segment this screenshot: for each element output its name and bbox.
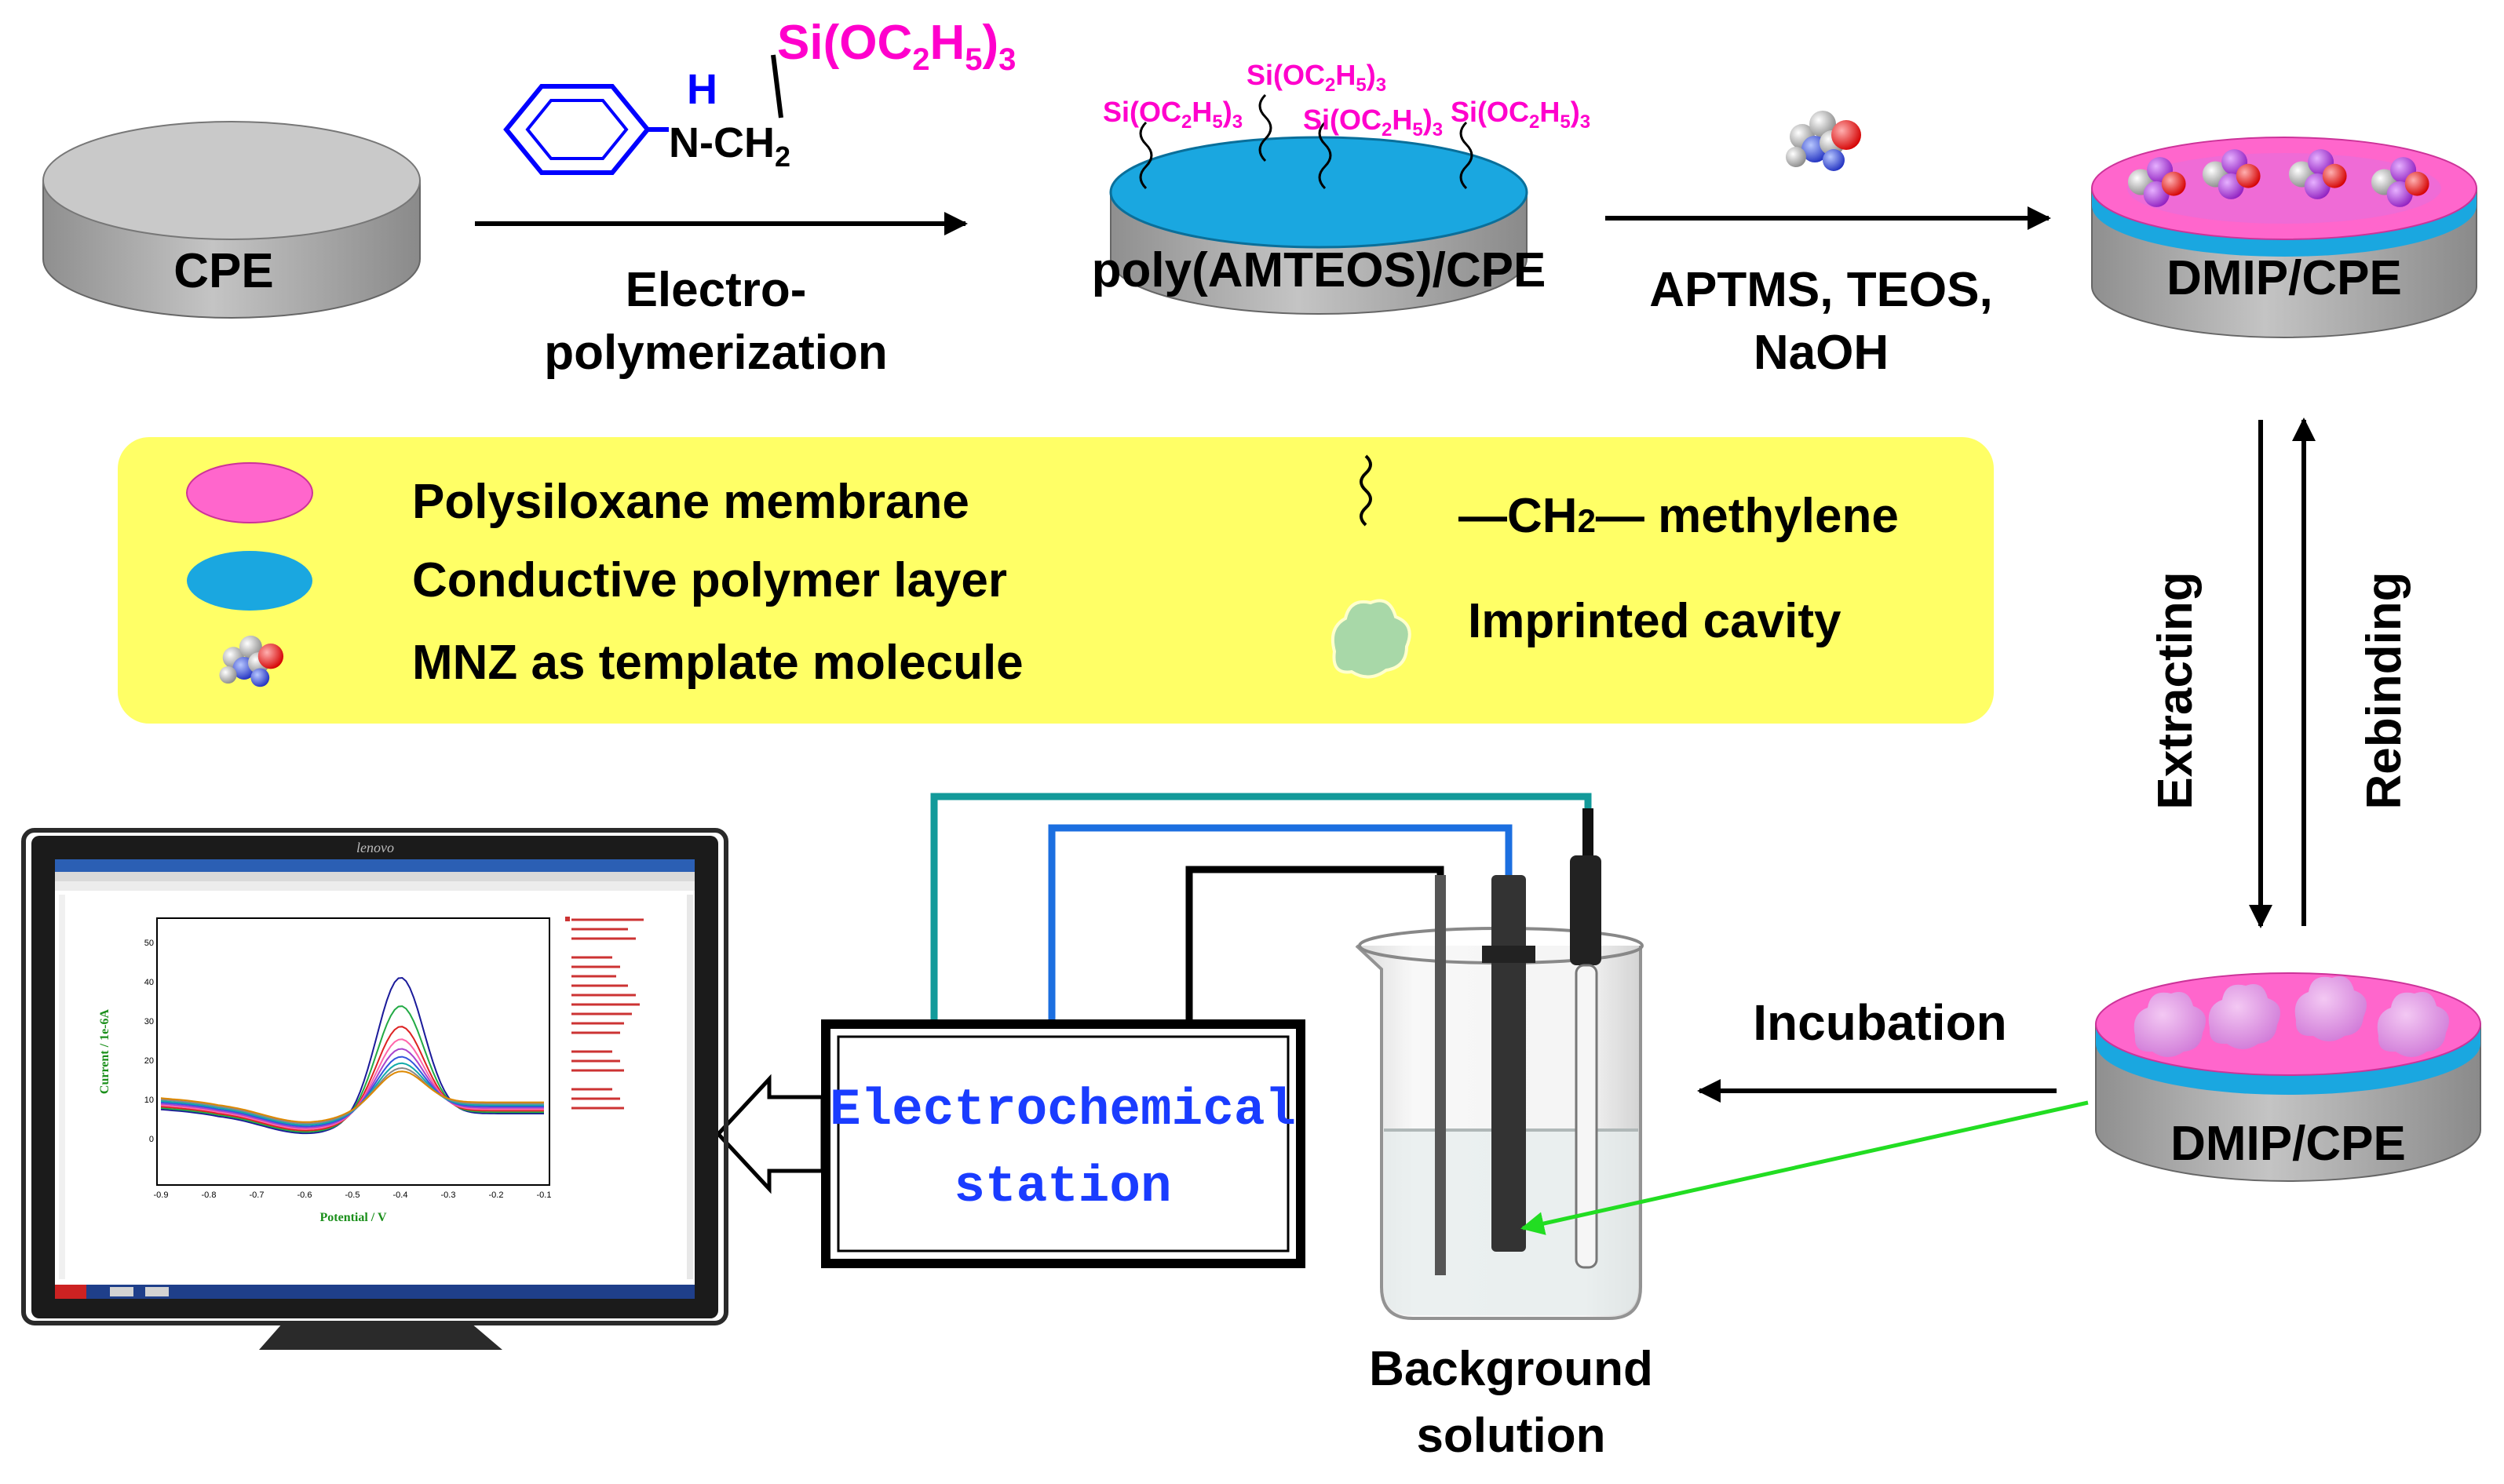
beaker-label-2: solution xyxy=(1416,1409,1605,1463)
svg-text:N-CH2: N-CH2 xyxy=(669,119,790,173)
dmip-electrode-with-template: DMIP/CPE xyxy=(2091,137,2477,338)
legend-box: Polysiloxane membrane Conductive polymer… xyxy=(118,437,1994,724)
reagents-label-2: NaOH xyxy=(1754,326,1889,380)
nh-ch2-sub: 2 xyxy=(775,140,790,173)
teal-wire xyxy=(930,793,1592,1024)
legend-cavity: Imprinted cavity xyxy=(1468,594,1841,648)
rebinding-label: Rebinding xyxy=(2357,571,2411,809)
x-tick-label: -0.9 xyxy=(154,1190,169,1200)
template-molecule-swatch xyxy=(219,635,284,687)
cpe-electrode: CPE xyxy=(42,121,421,319)
methylene-squiggle-icon xyxy=(1360,454,1372,527)
x-tick-label: -0.7 xyxy=(250,1190,265,1200)
dmip-top-label: DMIP/CPE xyxy=(2166,251,2402,305)
y-tick-label: 20 xyxy=(144,1056,154,1066)
mnz-molecule-icon xyxy=(1786,111,1861,171)
beaker xyxy=(1355,808,1644,1320)
x-tick-label: -0.6 xyxy=(297,1190,312,1200)
nh-ch2-text: N-CH xyxy=(669,119,775,166)
plot-xlabel: Potential / V xyxy=(319,1211,386,1224)
electropolymerization-label-2: polymerization xyxy=(544,326,888,380)
y-tick-label: 40 xyxy=(144,978,154,987)
dmip-bottom-label: DMIP/CPE xyxy=(2170,1117,2406,1171)
poly-amteos-label: poly(AMTEOS)/CPE xyxy=(1092,243,1546,297)
x-ticks: -0.9 -0.8 -0.7 -0.6 -0.5 -0.4 -0.3 -0.2 … xyxy=(154,1190,552,1200)
y-tick-label: 30 xyxy=(144,1017,154,1026)
reagents-label-1: APTMS, TEOS, xyxy=(1649,263,1992,317)
conductive-polymer-swatch xyxy=(187,551,312,611)
y-tick-label: 10 xyxy=(144,1096,154,1105)
dpv-curve xyxy=(160,976,544,1135)
plot-ylabel: Current / 1e-6A xyxy=(98,1008,111,1094)
x-tick-label: -0.4 xyxy=(393,1190,408,1200)
output-hollow-arrow xyxy=(715,1074,825,1194)
svg-text:Si(OC2H5)3: Si(OC2H5)3 xyxy=(777,16,1016,77)
x-tick-label: -0.3 xyxy=(441,1190,456,1200)
incubation-label: Incubation xyxy=(1753,994,2007,1051)
monitor-stand xyxy=(259,1323,502,1350)
y-tick-label: 50 xyxy=(144,939,154,948)
legend-conductive: Conductive polymer layer xyxy=(412,553,1007,607)
electrochemical-station: Electrochemical station xyxy=(821,1019,1305,1268)
station-label-1: Electrochemical xyxy=(830,1081,1296,1139)
monitor-brand: lenovo xyxy=(356,840,394,855)
dpv-curve xyxy=(160,1070,544,1123)
surface-si-group: Si(OC2H5)3 xyxy=(1103,96,1243,133)
voltammogram-plot: 50 40 30 20 10 0 -0.9 -0.8 -0.7 -0.6 -0.… xyxy=(98,917,552,1224)
x-tick-label: -0.5 xyxy=(345,1190,360,1200)
x-tick-label: -0.8 xyxy=(202,1190,217,1200)
black-wire xyxy=(1185,866,1444,1024)
surface-si-groups: Si(OC2H5)3 Si(OC2H5)3 Si(OC2H5)3 Si(OC2H… xyxy=(1103,59,1590,140)
legend-methylene: —CH2— methylene xyxy=(1458,489,1899,543)
y-ticks: 50 40 30 20 10 0 xyxy=(144,939,154,1144)
dpv-curves xyxy=(160,976,544,1135)
green-pointer-arrow xyxy=(1520,1100,2089,1235)
working-electrode xyxy=(1491,875,1526,1252)
monitor: lenovo 50 40 30 20 10 0 -0.9 -0.8 -0.7 xyxy=(21,828,728,1350)
legend-template: MNZ as template molecule xyxy=(412,636,1024,690)
blue-wire xyxy=(1048,824,1513,1024)
y-tick-label: 0 xyxy=(149,1135,154,1144)
polysiloxane-swatch xyxy=(186,462,313,523)
poly-amteos-electrode: poly(AMTEOS)/CPE xyxy=(1092,93,1546,315)
counter-electrode xyxy=(1435,875,1446,1275)
imprinted-cavity-swatch xyxy=(1330,599,1411,679)
surface-si-group: Si(OC2H5)3 xyxy=(1451,96,1590,133)
x-tick-label: -0.1 xyxy=(537,1190,552,1200)
reference-electrode xyxy=(1570,855,1601,965)
surface-si-group: Si(OC2H5)3 xyxy=(1303,104,1443,140)
cpe-label: CPE xyxy=(173,244,273,298)
surface-si-group: Si(OC2H5)3 xyxy=(1247,59,1386,96)
beaker-label-1: Background xyxy=(1369,1342,1653,1396)
electropolymerization-label-1: Electro- xyxy=(626,263,807,317)
amteos-monomer-structure: H N-CH2 Si(OC2H5)3 xyxy=(503,16,1016,175)
station-label-2: station xyxy=(954,1158,1171,1216)
x-tick-label: -0.2 xyxy=(489,1190,504,1200)
dmip-electrode-with-cavities: DMIP/CPE xyxy=(2095,972,2481,1182)
nh-hydrogen: H xyxy=(687,66,717,113)
screen-info-panel xyxy=(565,917,644,1110)
extracting-label: Extracting xyxy=(2148,571,2203,809)
legend-polysiloxane: Polysiloxane membrane xyxy=(412,475,969,529)
